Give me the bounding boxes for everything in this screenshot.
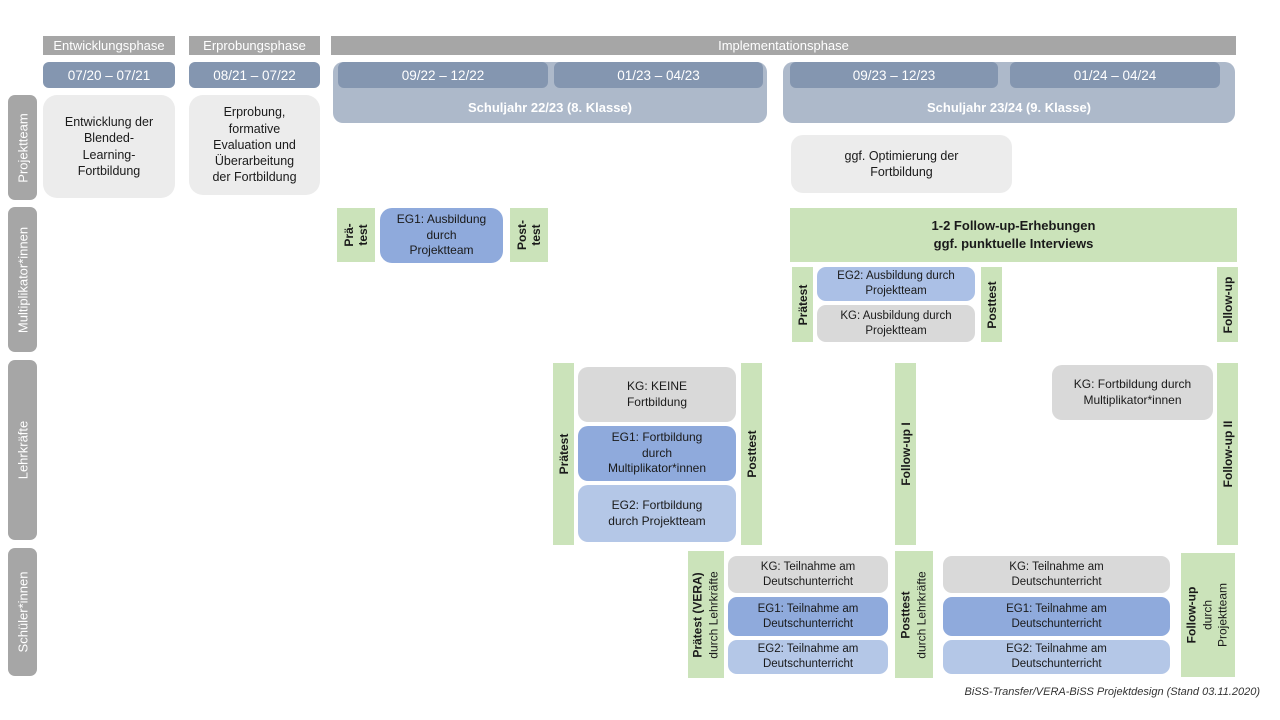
task-box-entwicklung-fortbildung: Entwicklung der Blended-Learning-Fortbil… xyxy=(43,95,175,198)
row-label-schuelerinnen-text: Schüler*innen xyxy=(15,571,30,653)
task-box-eg2-teilnahme-2: EG2: Teilnahme am Deutschunterricht xyxy=(943,640,1170,674)
test-bar-followup-multiplikatoren-text: Follow-up xyxy=(1220,276,1235,333)
test-bar-posttest-multiplikatoren-1: Post- test xyxy=(510,208,548,262)
test-bar-posttest-multiplikatoren-1-text: Post- test xyxy=(515,220,543,250)
test-bar-followup2-lehrkraefte-text: Follow-up II xyxy=(1220,420,1235,488)
test-bar-praetest-vera-schueler: Prätest (VERA) durch Lehrkräfte xyxy=(688,551,724,678)
date-chip-0124-0424: 01/24 – 04/24 xyxy=(1010,62,1220,88)
phase-bar-entwicklungsphase: Entwicklungsphase xyxy=(43,36,175,55)
test-bar-posttest-lehrkraefte-text: Posttest xyxy=(744,430,759,478)
task-box-followup-erhebungen: 1-2 Follow-up-Erhebungen ggf. punktuelle… xyxy=(790,208,1237,262)
test-bar-followup-schueler-text: Follow-up durch Projektteam xyxy=(1185,583,1232,647)
praetest-vera-sub-label: durch Lehrkräfte xyxy=(706,570,720,659)
test-bar-followup-schueler: Follow-up durch Projektteam xyxy=(1181,553,1235,677)
date-chip-0123-0423: 01/23 – 04/23 xyxy=(554,62,763,88)
task-box-kg-teilnahme-2: KG: Teilnahme am Deutschunterricht xyxy=(943,556,1170,593)
task-box-kg-ausbildung-projektteam: KG: Ausbildung durch Projektteam xyxy=(817,305,975,342)
test-bar-praetest-multiplikatoren-2: Prätest xyxy=(792,267,813,342)
task-box-eg1-fortbildung-multiplikatoren: EG1: Fortbildung durch Multiplikator*inn… xyxy=(578,426,736,481)
task-box-eg1-ausbildung-projektteam: EG1: Ausbildung durch Projektteam xyxy=(380,208,503,263)
date-chip-0821-0722: 08/21 – 07/22 xyxy=(189,62,320,88)
phase-bar-erprobungsphase: Erprobungsphase xyxy=(189,36,320,55)
task-box-eg2-ausbildung-projektteam: EG2: Ausbildung durch Projektteam xyxy=(817,267,975,301)
task-box-kg-fortbildung-multiplikatoren: KG: Fortbildung durch Multiplikator*inne… xyxy=(1052,365,1213,420)
test-bar-followup-multiplikatoren: Follow-up xyxy=(1217,267,1238,342)
task-box-eg2-fortbildung-projektteam: EG2: Fortbildung durch Projektteam xyxy=(578,485,736,542)
praetest-vera-main-label: Prätest (VERA) xyxy=(690,571,705,658)
date-chip-0720-0721: 07/20 – 07/21 xyxy=(43,62,175,88)
row-label-multiplikatorinnen-text: Multiplikator*innen xyxy=(15,226,30,333)
test-bar-posttest-schueler: Posttest durch Lehrkräfte xyxy=(895,551,933,678)
task-box-eg1-teilnahme-2: EG1: Teilnahme am Deutschunterricht xyxy=(943,597,1170,636)
task-box-eg2-teilnahme-1: EG2: Teilnahme am Deutschunterricht xyxy=(728,640,888,674)
task-box-kg-teilnahme-1: KG: Teilnahme am Deutschunterricht xyxy=(728,556,888,593)
row-label-schuelerinnen: Schüler*innen xyxy=(8,548,37,676)
posttest-sub-label: durch Lehrkräfte xyxy=(914,570,928,659)
test-bar-praetest-lehrkraefte-text: Prätest xyxy=(556,433,571,475)
row-label-multiplikatorinnen: Multiplikator*innen xyxy=(8,207,37,352)
test-bar-posttest-multiplikatoren-2: Posttest xyxy=(981,267,1002,342)
test-bar-praetest-lehrkraefte: Prätest xyxy=(553,363,574,545)
task-box-kg-keine-fortbildung: KG: KEINE Fortbildung xyxy=(578,367,736,422)
followup-sub-label-1: durch xyxy=(1200,599,1215,631)
phase-bar-implementationsphase: Implementationsphase xyxy=(331,36,1236,55)
test-bar-posttest-schueler-text: Posttest durch Lehrkräfte xyxy=(898,571,929,658)
year-band-label-22-23: Schuljahr 22/23 (8. Klasse) xyxy=(467,99,633,115)
test-bar-praetest-multiplikatoren-1: Prä- test xyxy=(337,208,375,262)
followup-sub-label-2: Projektteam xyxy=(1215,582,1230,648)
test-bar-followup1-lehrkraefte-text: Follow-up I xyxy=(898,422,913,486)
date-chip-0923-1223: 09/23 – 12/23 xyxy=(790,62,998,88)
test-bar-posttest-multiplikatoren-2-text: Posttest xyxy=(984,280,999,329)
row-label-lehrkraefte-text: Lehrkräfte xyxy=(15,420,30,480)
test-bar-followup1-lehrkraefte: Follow-up I xyxy=(895,363,916,545)
test-bar-praetest-multiplikatoren-1-text: Prä- test xyxy=(342,223,370,247)
slide-caption: BiSS-Transfer/VERA-BiSS Projektdesign (S… xyxy=(964,686,1260,698)
test-bar-followup2-lehrkraefte: Follow-up II xyxy=(1217,363,1238,545)
test-bar-praetest-multiplikatoren-2-text: Prätest xyxy=(795,284,810,325)
row-label-projektteam: Projektteam xyxy=(8,95,37,200)
test-bar-posttest-lehrkraefte: Posttest xyxy=(741,363,762,545)
test-bar-praetest-vera-schueler-text: Prätest (VERA) durch Lehrkräfte xyxy=(690,571,721,658)
row-label-lehrkraefte: Lehrkräfte xyxy=(8,360,37,540)
followup-main-label: Follow-up xyxy=(1184,586,1199,644)
task-box-eg1-teilnahme-1: EG1: Teilnahme am Deutschunterricht xyxy=(728,597,888,636)
row-label-projektteam-text: Projektteam xyxy=(15,112,30,183)
task-box-optimierung-fortbildung: ggf. Optimierung der Fortbildung xyxy=(791,135,1012,193)
task-box-erprobung-evaluation: Erprobung, formative Evaluation und Über… xyxy=(189,95,320,195)
year-band-label-23-24: Schuljahr 23/24 (9. Klasse) xyxy=(926,99,1092,115)
date-chip-0922-1222: 09/22 – 12/22 xyxy=(338,62,548,88)
posttest-main-label: Posttest xyxy=(898,590,913,639)
